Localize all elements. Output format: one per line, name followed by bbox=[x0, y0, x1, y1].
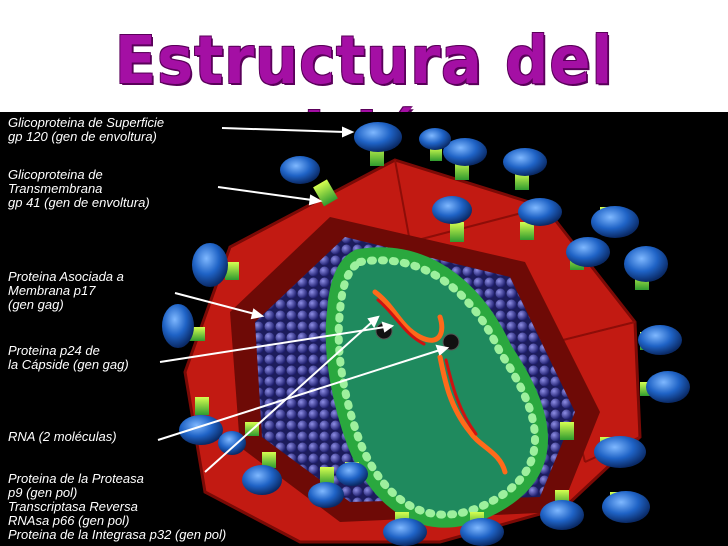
label-p17: Proteina Asociada a Membrana p17 (gen ga… bbox=[8, 269, 124, 312]
knob bbox=[280, 156, 338, 207]
knob bbox=[192, 243, 239, 287]
pointer-arrows bbox=[157, 126, 450, 473]
rna-strands bbox=[372, 289, 508, 475]
knob bbox=[503, 148, 547, 190]
knob bbox=[419, 128, 451, 161]
enzyme-dot bbox=[442, 333, 460, 351]
label-enzymes: Proteina de la Proteasa p9 (gen pol) Tra… bbox=[8, 471, 227, 542]
knob bbox=[162, 304, 205, 348]
glycoprotein-knobs bbox=[162, 122, 690, 546]
knob bbox=[566, 237, 610, 270]
knob bbox=[383, 512, 427, 546]
knob bbox=[624, 246, 668, 290]
knob bbox=[242, 452, 282, 495]
knob bbox=[336, 462, 368, 486]
knob bbox=[560, 422, 574, 440]
label-gp41: Glicoproteina de Transmembrana gp 41 (ge… bbox=[8, 167, 150, 210]
knob bbox=[518, 198, 562, 240]
knob bbox=[594, 436, 646, 468]
label-p24: Proteina p24 de la Cápside (gen gag) bbox=[8, 343, 129, 372]
knob bbox=[443, 138, 487, 180]
knob bbox=[308, 467, 344, 508]
knob bbox=[591, 206, 639, 238]
knob bbox=[354, 122, 402, 166]
knob bbox=[460, 512, 504, 546]
virion-diagram: Glicoproteina de Superficie gp 120 (gen … bbox=[0, 112, 728, 546]
knob bbox=[432, 196, 472, 242]
knob bbox=[602, 491, 650, 523]
virion-illustration bbox=[157, 122, 690, 546]
label-rna: RNA (2 moléculas) bbox=[8, 429, 117, 444]
knob bbox=[540, 490, 584, 530]
knob bbox=[638, 325, 682, 355]
knob bbox=[640, 371, 690, 403]
label-gp120: Glicoproteina de Superficie gp 120 (gen … bbox=[8, 115, 165, 144]
